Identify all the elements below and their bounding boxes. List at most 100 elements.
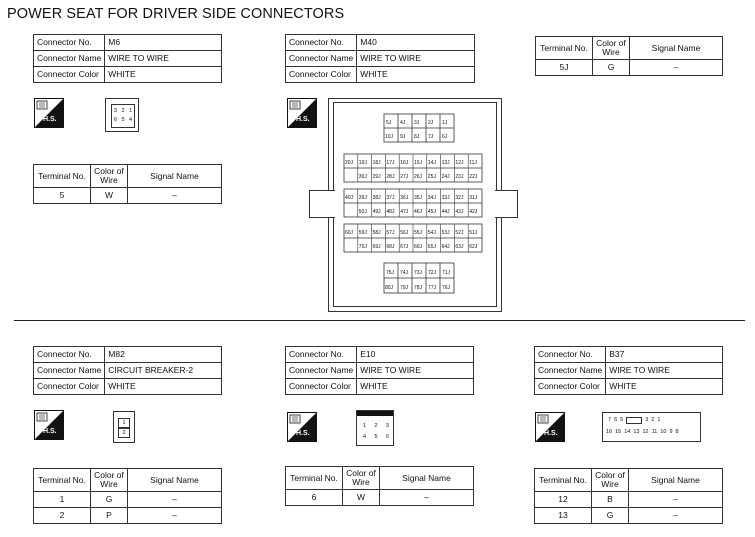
b37-pin: 9 bbox=[669, 429, 673, 435]
m40-pin-label: 19J bbox=[359, 160, 368, 166]
m40-pin-label: 1J bbox=[442, 120, 448, 126]
m40-pin-label: 43J bbox=[455, 209, 464, 215]
m40-pin-label: 80J bbox=[385, 285, 394, 291]
m6-pin: 1 bbox=[128, 108, 132, 114]
m82-wire-color-header: Color of Wire bbox=[90, 468, 128, 492]
m40-pin-label: 48J bbox=[386, 209, 395, 215]
m40-pin-label: 56J bbox=[400, 230, 409, 236]
b37-pin: 14 bbox=[624, 429, 631, 435]
e10-connector-latch bbox=[357, 411, 393, 416]
m6-connector-color-label: Connector Color bbox=[32, 66, 106, 83]
m40-pin-label: 18J bbox=[373, 160, 382, 166]
m40-pin-label: 11J bbox=[469, 160, 477, 166]
m40-pin-label: 46J bbox=[414, 209, 423, 215]
m82-terminal-no-header: Terminal No. bbox=[33, 468, 91, 492]
m40-pin-label: 5J bbox=[386, 120, 392, 126]
m40-terminal-no-header: Terminal No. bbox=[535, 36, 593, 60]
e10-connector-name-label: Connector Name bbox=[284, 362, 358, 379]
m6-pin: 5 bbox=[121, 117, 125, 123]
e10-connector-no-label: Connector No. bbox=[284, 346, 358, 363]
m40-pin-label: 34J bbox=[428, 195, 437, 201]
b37-pin: 12 bbox=[642, 429, 649, 435]
m40-pin-label: 76J bbox=[442, 285, 451, 291]
m40-pin-label: 63J bbox=[455, 244, 464, 250]
m40-connector-color-label: Connector Color bbox=[284, 66, 358, 83]
m40-connector-name-label: Connector Name bbox=[284, 50, 358, 67]
b37-terminal-no: 13 bbox=[534, 507, 592, 524]
m40-hs-icon: H.S. bbox=[287, 98, 317, 133]
m40-pin-label: 55J bbox=[414, 230, 423, 236]
b37-connector-color: WHITE bbox=[605, 378, 723, 395]
m6-pins-bottom: 6 5 4 bbox=[114, 117, 132, 123]
e10-terminal-no-header: Terminal No. bbox=[285, 466, 343, 490]
m6-terminal-no-header: Terminal No. bbox=[33, 164, 91, 188]
m82-connector-no: M82 bbox=[104, 346, 222, 363]
e10-pin: 4 bbox=[363, 434, 367, 440]
m6-pins-top: 3 2 1 bbox=[114, 108, 132, 114]
e10-hs-icon: H.S. bbox=[287, 412, 317, 447]
m82-wire-color: G bbox=[90, 491, 128, 508]
m40-pin-label: 28J bbox=[386, 174, 395, 180]
m40-pin-label: 29J bbox=[373, 174, 382, 180]
b37-pin: 1 bbox=[657, 417, 661, 423]
b37-pin: 16 bbox=[606, 429, 613, 435]
b37-terminal-no-header: Terminal No. bbox=[534, 468, 592, 492]
b37-connector-no-label: Connector No. bbox=[533, 346, 607, 363]
m6-connector-color: WHITE bbox=[104, 66, 222, 83]
m40-pin-label: 13J bbox=[442, 160, 451, 166]
m6-wire-color-header: Color of Wire bbox=[90, 164, 128, 188]
m40-pin-label: 27J bbox=[400, 174, 409, 180]
b37-hs-icon: H.S. bbox=[535, 412, 565, 447]
m82-hs-icon: H.S. bbox=[34, 410, 64, 445]
e10-connector-face: 1 2 3 4 5 6 bbox=[356, 410, 394, 446]
b37-connector-name: WIRE TO WIRE bbox=[605, 362, 723, 379]
m40-pin-label: 77J bbox=[428, 285, 437, 291]
b37-pins-bottom: 16 15 14 13 12 11 10 9 8 bbox=[606, 429, 679, 435]
e10-wire-color-header: Color of Wire bbox=[342, 466, 380, 490]
b37-pin: 7 bbox=[608, 417, 612, 423]
m40-pin-label: 22J bbox=[469, 174, 478, 180]
m40-pin-label: 50J bbox=[359, 209, 368, 215]
m40-pin-label: 3J bbox=[414, 120, 420, 126]
m40-pin-label: 2J bbox=[428, 120, 434, 126]
m40-pin-label: 25J bbox=[428, 174, 437, 180]
m40-signal-name: – bbox=[629, 59, 723, 76]
b37-hs-label: H.S. bbox=[544, 430, 558, 437]
m6-pin: 2 bbox=[121, 108, 125, 114]
m40-pin-label: 39J bbox=[359, 195, 368, 201]
e10-pin: 1 bbox=[363, 423, 367, 429]
b37-pin: 13 bbox=[633, 429, 640, 435]
m40-pin-label: 8J bbox=[414, 134, 420, 140]
e10-signal-name-header: Signal Name bbox=[379, 466, 474, 490]
m40-pin-label: 75J bbox=[386, 270, 395, 276]
m40-pin-label: 71J bbox=[442, 270, 451, 276]
b37-terminal-no: 12 bbox=[534, 491, 592, 508]
m40-pin-label: 51J bbox=[469, 230, 478, 236]
b37-signal-name: – bbox=[628, 491, 723, 508]
b37-wire-color: G bbox=[591, 507, 629, 524]
e10-terminal-table: Terminal No. Color of Wire Signal Name 6… bbox=[285, 466, 474, 506]
m40-pin-label: 31J bbox=[469, 195, 478, 201]
m40-pin-label: 49J bbox=[373, 209, 382, 215]
page-title: POWER SEAT FOR DRIVER SIDE CONNECTORS bbox=[7, 6, 345, 22]
m40-pin-label: 59J bbox=[359, 230, 368, 236]
m40-pin-label: 35J bbox=[414, 195, 423, 201]
m40-pin-label: 12J bbox=[455, 160, 464, 166]
m40-pin-label: 79J bbox=[400, 285, 409, 291]
m6-connector-no-label: Connector No. bbox=[32, 34, 106, 51]
e10-pin: 5 bbox=[374, 434, 378, 440]
e10-pin: 3 bbox=[385, 423, 389, 429]
m6-wire-color: W bbox=[90, 187, 128, 204]
b37-pin: 6 bbox=[614, 417, 618, 423]
m40-pin-label: 45J bbox=[428, 209, 437, 215]
m6-connector-name-label: Connector Name bbox=[32, 50, 106, 67]
m40-pin-label: 60J bbox=[345, 230, 354, 236]
m40-connector-color: WHITE bbox=[356, 66, 475, 83]
m82-wire-color: P bbox=[90, 507, 128, 524]
e10-hs-label: H.S. bbox=[296, 430, 310, 437]
m40-pin-label: 24J bbox=[442, 174, 451, 180]
e10-pin: 2 bbox=[374, 423, 378, 429]
